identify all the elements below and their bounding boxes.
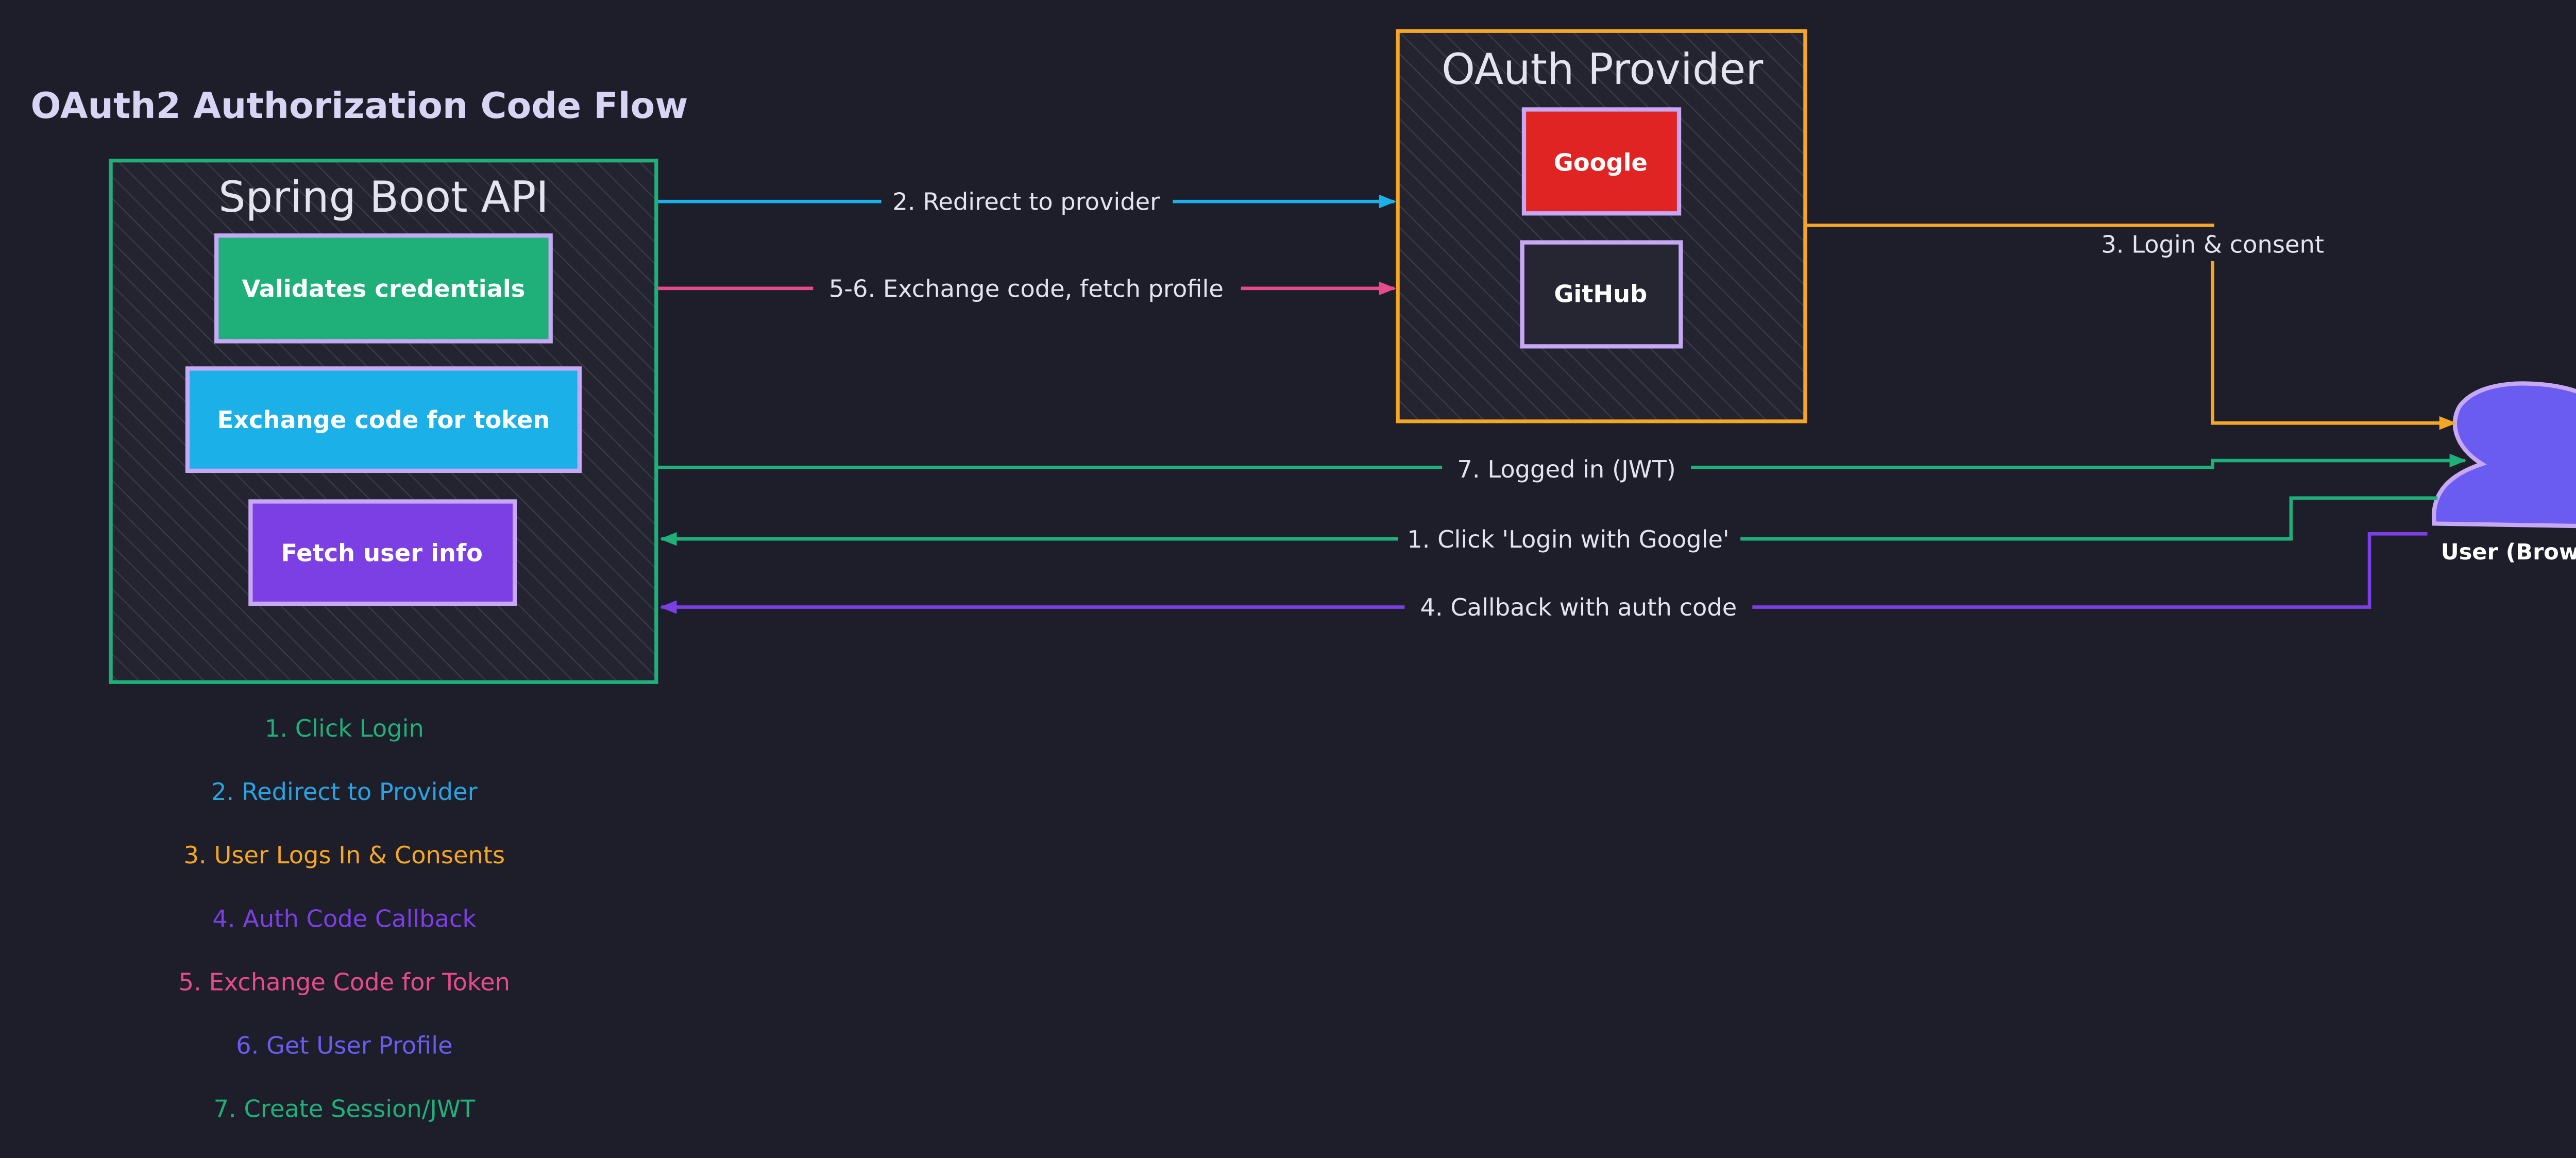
legend: 1. Click Login 2. Redirect to Provider 3. … (179, 714, 510, 1122)
validates-credentials-box: Validates credentials (214, 233, 553, 344)
arrow-login-consent-label: 3. Login & consent (2101, 230, 2324, 258)
arrow-redirect-to-provider: 2. Redirect to provider (658, 182, 1396, 220)
arrow-exchange-code: 5-6. Exchange code, fetch profile (658, 269, 1396, 308)
legend-item: 4. Auth Code Callback (212, 905, 476, 932)
arrow-callback: 4. Callback with auth code (659, 532, 2428, 626)
exchange-code-label: Exchange code for token (217, 406, 550, 434)
fetch-user-info-box: Fetch user info (248, 499, 517, 606)
legend-item: 7. Create Session/JWT (214, 1095, 476, 1123)
google-label: Google (1554, 149, 1648, 177)
legend-item: 3. User Logs In & Consents (184, 841, 505, 869)
arrow-exchange-label: 5-6. Exchange code, fetch profile (829, 275, 1224, 302)
arrow-callback-label: 4. Callback with auth code (1420, 593, 1737, 621)
oauth-provider-container: OAuth Provider Google GitHub (1396, 29, 1807, 423)
legend-item: 6. Get User Profile (236, 1031, 452, 1059)
user-browser-icon: User (Browser) (2431, 381, 2576, 565)
fetch-user-info-label: Fetch user info (281, 539, 483, 567)
exchange-code-box: Exchange code for token (185, 366, 582, 473)
arrow-redirect-label: 2. Redirect to provider (892, 188, 1160, 216)
arrow-click-login-label: 1. Click 'Login with Google' (1407, 525, 1729, 553)
diagram-title: OAuth2 Authorization Code Flow (31, 86, 688, 127)
legend-item: 1. Click Login (265, 714, 424, 742)
legend-item: 5. Exchange Code for Token (179, 968, 510, 996)
arrow-logged-in: 7. Logged in (JWT) (658, 450, 2467, 488)
validates-credentials-label: Validates credentials (242, 275, 525, 302)
github-label: GitHub (1554, 280, 1647, 308)
google-box: Google (1521, 107, 1682, 216)
github-box: GitHub (1520, 240, 1683, 349)
arrow-click-login: 1. Click 'Login with Google' (659, 496, 2438, 558)
spring-boot-title: Spring Boot API (218, 172, 549, 222)
arrow-logged-in-label: 7. Logged in (JWT) (1457, 455, 1675, 483)
oauth-provider-title: OAuth Provider (1442, 44, 1763, 94)
legend-item: 2. Redirect to Provider (211, 778, 478, 806)
user-browser-label: User (Browser) (2441, 539, 2576, 565)
spring-boot-api-container: Spring Boot API Validates credentials Ex… (109, 159, 658, 684)
arrow-login-consent: 3. Login & consent (1807, 224, 2456, 430)
